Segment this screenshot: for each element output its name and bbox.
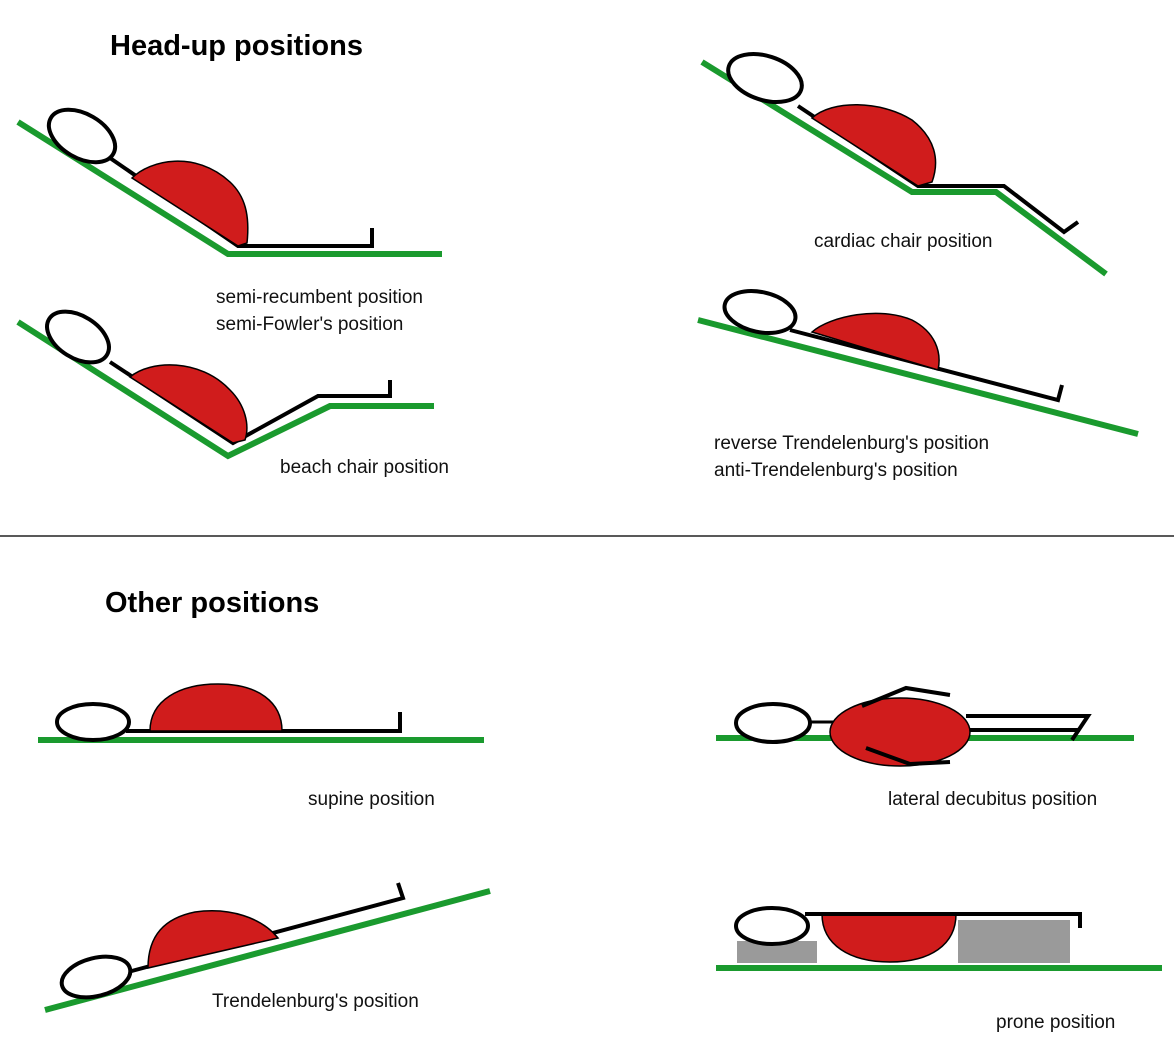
patient-head	[40, 99, 124, 173]
other-title: Other positions	[105, 587, 319, 619]
cardiac-chair-caption: cardiac chair position	[814, 231, 992, 252]
patient-torso	[812, 105, 936, 186]
patient-head	[736, 908, 808, 944]
head-up-title: Head-up positions	[110, 30, 363, 62]
trendelenburg-caption: Trendelenburg's position	[212, 991, 419, 1012]
prone-caption: prone position	[996, 1012, 1115, 1033]
semi-recumbent-figure	[18, 99, 442, 254]
patient-torso	[150, 684, 282, 731]
patient-torso	[830, 698, 970, 766]
patient-torso	[822, 914, 956, 962]
patient-head	[57, 950, 134, 1004]
beach-chair-caption: beach chair position	[280, 457, 449, 478]
support-pad-legs	[958, 920, 1070, 963]
patient-head	[38, 301, 118, 373]
semi-recumbent-caption: semi-recumbent position	[216, 287, 423, 308]
anti-trendelenburg-caption: anti-Trendelenburg's position	[714, 460, 958, 481]
prone-figure	[716, 908, 1162, 968]
semi-fowler-caption: semi-Fowler's position	[216, 314, 403, 335]
reverse-trendelenburg-caption: reverse Trendelenburg's position	[714, 433, 989, 454]
lateral-decubitus-figure	[716, 688, 1134, 766]
lateral-caption: lateral decubitus position	[888, 789, 1097, 810]
patient-torso	[148, 911, 278, 968]
patient-head	[722, 45, 808, 110]
patient-head	[736, 704, 810, 742]
reverse-trendelenburg-figure	[698, 285, 1138, 434]
supine-caption: supine position	[308, 789, 435, 810]
patient-head	[57, 704, 129, 740]
supine-figure	[38, 684, 484, 740]
